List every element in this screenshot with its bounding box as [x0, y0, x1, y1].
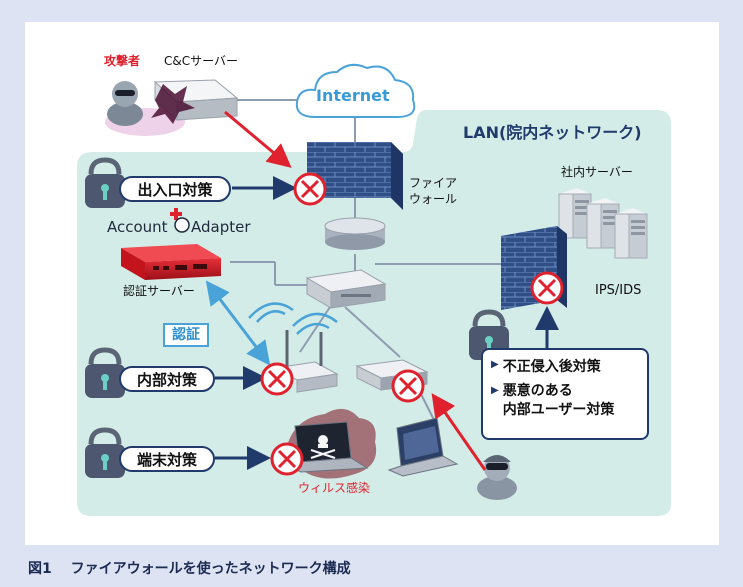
attack-arrow-insider: [431, 393, 487, 471]
figure-number: 図1: [28, 561, 52, 577]
post-intrusion-box: ▶ 不正侵入後対策 ▶ 悪意のある 内部ユーザー対策: [481, 348, 649, 440]
internet-label: Internet: [316, 86, 390, 105]
lan-label: LAN(院内ネットワーク): [463, 123, 642, 142]
network-diagram: [77, 63, 671, 516]
figure-caption: 図1 ファイアウォールを使ったネットワーク構成: [28, 558, 351, 578]
block-mark-icon: [270, 442, 304, 476]
internal-server-icon: [558, 188, 648, 259]
measure-internal: 内部対策: [119, 366, 215, 392]
internal-server-label: 社内サーバー: [561, 165, 633, 179]
account-adapter-right-label: Adapter: [191, 218, 251, 236]
lock-icon: [85, 427, 125, 478]
attacker-icon: [107, 81, 143, 126]
post-intrusion-text: 不正侵入後対策: [502, 359, 601, 375]
laptop-icon: [387, 417, 459, 477]
triangle-bullet-icon: ▶: [491, 385, 499, 396]
lock-icon: [85, 347, 125, 398]
auth-arrow: [205, 280, 271, 366]
ips-ids-label: IPS/IDS: [595, 283, 642, 298]
block-mark-icon: [293, 172, 327, 206]
malicious-user-item: ▶ 悪意のある 内部ユーザー対策: [491, 382, 639, 420]
attack-arrow-cc: [224, 110, 292, 168]
figure-caption-text: ファイアウォールを使ったネットワーク構成: [70, 561, 351, 577]
auth-server-icon: [121, 244, 221, 280]
malicious-user-text: 悪意のある 内部ユーザー対策: [502, 383, 615, 418]
infected-laptop-icon: [283, 408, 377, 479]
measure-endpoint: 端末対策: [119, 446, 215, 472]
block-mark-icon: [530, 271, 564, 305]
auth-badge: 認証: [163, 323, 209, 347]
malicious-user-icon: [477, 455, 517, 500]
account-adapter-logo-mark: [170, 208, 190, 233]
auth-server-label: 認証サーバー: [123, 284, 195, 298]
block-mark-icon: [260, 362, 294, 396]
lock-icon: [85, 157, 125, 208]
cc-server-icon: [105, 79, 239, 136]
measure-entry-exit: 出入口対策: [119, 176, 231, 202]
virus-infection-label: ウィルス感染: [298, 481, 371, 495]
figure-panel: 攻撃者 C&Cサーバー Internet LAN(院内ネットワーク) ファイア …: [25, 22, 719, 545]
account-adapter-left-label: Account: [107, 218, 168, 236]
attacker-label: 攻撃者: [104, 54, 141, 68]
core-switch-icon: [305, 269, 387, 309]
triangle-bullet-icon: ▶: [491, 359, 499, 370]
cc-server-label: C&Cサーバー: [164, 54, 238, 68]
firewall-label: ファイア ウォール: [409, 176, 458, 206]
router-icon: [324, 217, 386, 250]
block-mark-icon: [391, 369, 425, 403]
internet-cloud-icon: [295, 63, 416, 118]
post-intrusion-item: ▶ 不正侵入後対策: [491, 356, 639, 376]
